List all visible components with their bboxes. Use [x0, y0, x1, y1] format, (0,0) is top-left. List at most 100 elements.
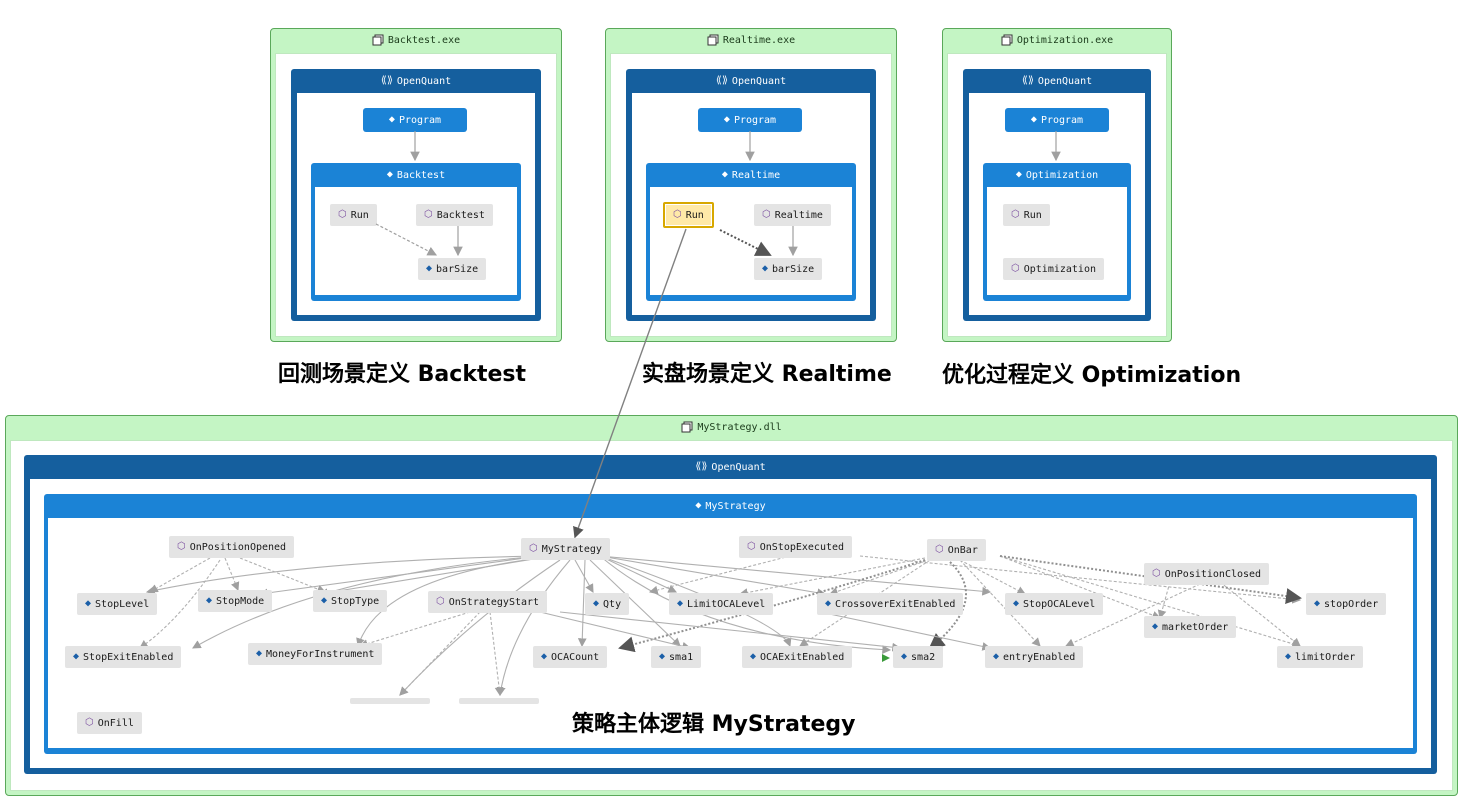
hidden-node: [350, 698, 430, 704]
program-class[interactable]: ◆Program: [1005, 108, 1109, 132]
namespace-icon: ⟪⟫: [695, 461, 708, 472]
method-icon: ⬡: [1011, 209, 1020, 220]
caption-backtest: 回测场景定义 Backtest: [278, 362, 526, 387]
field-stop-type[interactable]: ◆StopType: [313, 590, 388, 612]
field-icon: ◆: [1152, 621, 1159, 632]
method-icon: ⬡: [529, 543, 538, 554]
field-oca-count[interactable]: ◆OCACount: [533, 646, 608, 668]
member-run-selected[interactable]: ⬡Run: [663, 202, 714, 228]
field-icon: ◆: [993, 651, 1000, 662]
namespace-icon: ⟪⟫: [715, 75, 728, 86]
field-icon: ◆: [256, 648, 263, 659]
assembly-backtest[interactable]: Backtest.exe ⟪⟫OpenQuant ◆Program ◆Backt…: [270, 28, 562, 342]
field-entry-enabled[interactable]: ◆entryEnabled: [985, 646, 1084, 668]
method-icon: ⬡: [673, 209, 682, 220]
field-stop-order[interactable]: ◆stopOrder: [1306, 593, 1387, 615]
field-icon: ◆: [1013, 598, 1020, 609]
class-backtest[interactable]: ◆Backtest: [311, 163, 521, 301]
field-icon: ◆: [85, 598, 92, 609]
class-realtime[interactable]: ◆Realtime: [646, 163, 856, 301]
field-sma1[interactable]: ◆sma1: [651, 646, 702, 668]
class-icon: ◆: [1030, 114, 1037, 125]
class-icon: ◆: [386, 169, 393, 180]
field-stop-oca-level[interactable]: ◆StopOCALevel: [1005, 593, 1104, 615]
assembly-title: Realtime.exe: [722, 35, 796, 46]
method-icon: ⬡: [1152, 568, 1161, 579]
assembly-title: Optimization.exe: [1016, 35, 1114, 46]
member-optimization[interactable]: ⬡Optimization: [1003, 258, 1104, 280]
field-icon: ◆: [1285, 651, 1292, 662]
field-icon: ◆: [426, 263, 433, 274]
method-icon: ⬡: [1011, 263, 1020, 274]
class-icon: ◆: [388, 114, 395, 125]
namespace-title: OpenQuant: [731, 76, 787, 87]
field-icon: ◆: [1314, 598, 1321, 609]
field-sma2[interactable]: ◆sma2: [893, 646, 944, 668]
field-icon: ◆: [541, 651, 548, 662]
method-icon: ⬡: [747, 541, 756, 552]
field-icon: ◆: [659, 651, 666, 662]
caption-optimization: 优化过程定义 Optimization: [942, 363, 1242, 388]
method-icon: ⬡: [85, 717, 94, 728]
field-icon: ◆: [593, 598, 600, 609]
method-mystrategy[interactable]: ⬡MyStrategy: [521, 538, 610, 560]
class-icon: ◆: [1015, 169, 1022, 180]
method-on-bar[interactable]: ⬡OnBar: [927, 539, 986, 561]
namespace-title: OpenQuant: [1037, 76, 1093, 87]
namespace-icon: ⟪⟫: [1021, 75, 1034, 86]
method-icon: ⬡: [424, 209, 433, 220]
method-on-position-opened[interactable]: ⬡OnPositionOpened: [169, 536, 295, 558]
field-icon: ◆: [901, 651, 908, 662]
field-stop-mode[interactable]: ◆StopMode: [198, 590, 273, 612]
caption-mystrategy: 策略主体逻辑 MyStrategy: [572, 712, 856, 737]
member-realtime[interactable]: ⬡Realtime: [754, 204, 831, 226]
assembly-title: MyStrategy.dll: [697, 422, 782, 433]
method-on-strategy-start[interactable]: ⬡OnStrategyStart: [428, 591, 548, 613]
method-on-stop-executed[interactable]: ⬡OnStopExecuted: [739, 536, 853, 558]
field-market-order[interactable]: ◆marketOrder: [1144, 616, 1237, 638]
class-icon: ◆: [723, 114, 730, 125]
class-icon: ◆: [721, 169, 728, 180]
assembly-optimization[interactable]: Optimization.exe ⟪⟫OpenQuant ◆Program ◆O…: [942, 28, 1172, 342]
caption-realtime: 实盘场景定义 Realtime: [642, 362, 892, 387]
field-money-for-instrument[interactable]: ◆MoneyForInstrument: [248, 643, 383, 665]
field-icon: ◆: [750, 651, 757, 662]
method-on-fill[interactable]: ⬡OnFill: [77, 712, 142, 734]
field-crossover-exit-enabled[interactable]: ◆CrossoverExitEnabled: [817, 593, 964, 615]
member-barsize[interactable]: ◆barSize: [754, 258, 823, 280]
assembly-title: Backtest.exe: [387, 35, 461, 46]
field-limit-order[interactable]: ◆limitOrder: [1277, 646, 1364, 668]
field-oca-exit-enabled[interactable]: ◆OCAExitEnabled: [742, 646, 853, 668]
hidden-node: [459, 698, 539, 704]
field-stop-exit-enabled[interactable]: ◆StopExitEnabled: [65, 646, 182, 668]
program-class[interactable]: ◆Program: [363, 108, 467, 132]
method-icon: ⬡: [436, 596, 445, 607]
field-icon: ◆: [206, 595, 213, 606]
method-on-position-closed[interactable]: ⬡OnPositionClosed: [1144, 563, 1270, 585]
member-barsize[interactable]: ◆barSize: [418, 258, 487, 280]
assembly-icon: [707, 34, 719, 46]
program-class[interactable]: ◆Program: [698, 108, 802, 132]
field-stop-level[interactable]: ◆StopLevel: [77, 593, 158, 615]
namespace-title: OpenQuant: [711, 462, 766, 473]
method-icon: ⬡: [338, 209, 347, 220]
method-icon: ⬡: [935, 544, 944, 555]
assembly-icon: [1001, 34, 1013, 46]
field-icon: ◆: [73, 651, 80, 662]
namespace-title: OpenQuant: [396, 76, 452, 87]
class-optimization[interactable]: ◆Optimization: [983, 163, 1131, 301]
field-icon: ◆: [825, 598, 832, 609]
field-icon: ◆: [321, 595, 328, 606]
field-icon: ◆: [762, 263, 769, 274]
field-qty[interactable]: ◆Qty: [585, 593, 630, 615]
assembly-icon: [372, 34, 384, 46]
assembly-realtime[interactable]: Realtime.exe ⟪⟫OpenQuant ◆Program ◆Realt…: [605, 28, 897, 342]
member-run[interactable]: ⬡Run: [1003, 204, 1050, 226]
class-icon: ◆: [695, 500, 702, 511]
member-backtest[interactable]: ⬡Backtest: [416, 204, 493, 226]
field-limit-oca-level[interactable]: ◆LimitOCALevel: [669, 593, 774, 615]
method-icon: ⬡: [762, 209, 771, 220]
assembly-icon: [681, 421, 693, 433]
member-run[interactable]: ⬡Run: [330, 204, 377, 226]
namespace-icon: ⟪⟫: [380, 75, 393, 86]
